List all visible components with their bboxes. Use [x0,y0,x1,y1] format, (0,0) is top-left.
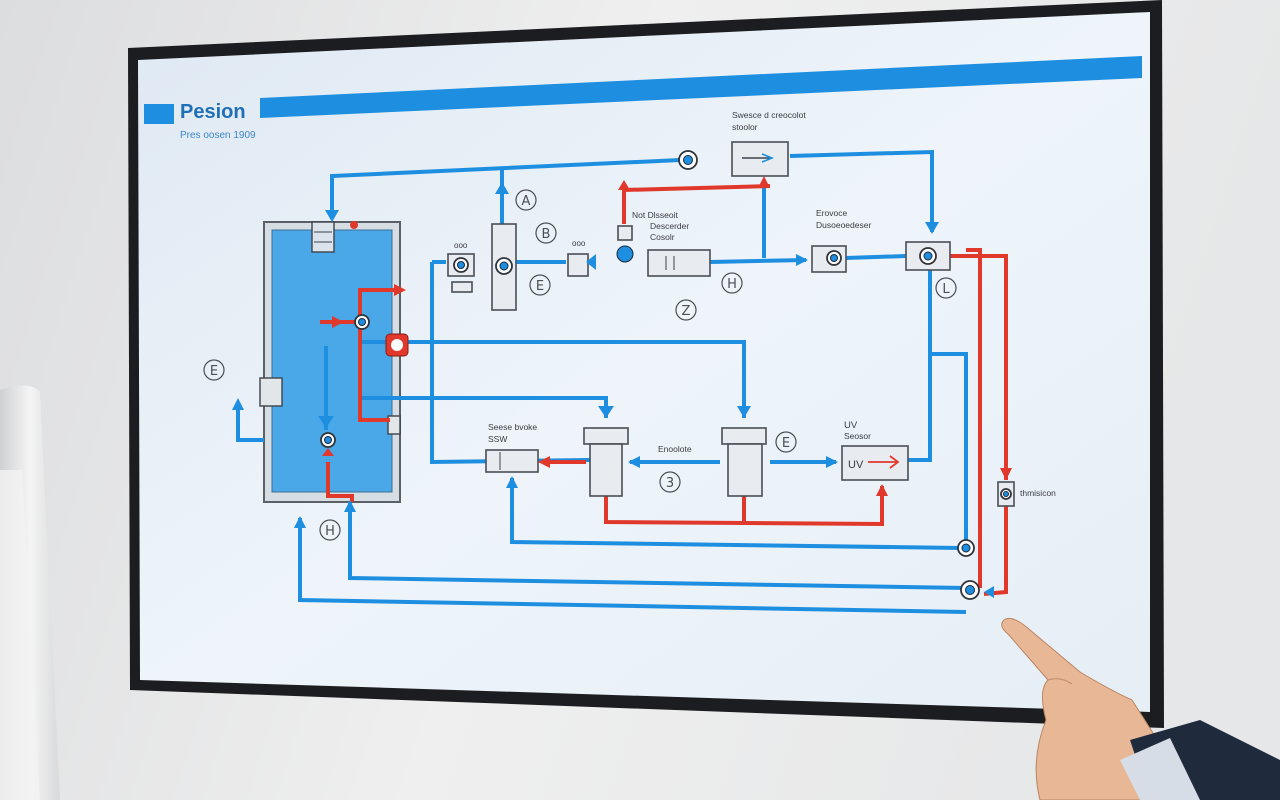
node-bottom-right-1 [957,539,975,557]
node-right-device [826,250,842,266]
label-device-right-1: Erovoce [816,208,847,218]
dissolve-valve [616,225,634,263]
supply-pipes [236,149,968,614]
svg-text:E: E [210,364,218,379]
node-far-right [919,247,937,265]
node-tank-top [354,314,370,330]
svg-text:A: A [522,194,531,209]
monitor-screen [138,12,1150,712]
label-uv-1: UV [844,420,858,431]
marker-e3: E [775,431,797,453]
label-device-right-2: Dusoeoedeser [816,220,871,230]
marker-e1: E [529,274,551,296]
label-uv-2: Seosor [844,431,871,441]
shirt-cuff [1120,738,1200,800]
node-thermistor [1000,488,1012,500]
return-arrows [322,176,1012,496]
title-accent [144,104,174,124]
node-tank-bottom [320,432,336,448]
svg-text:Z: Z [682,304,691,319]
filter-left [583,427,629,497]
top-device [731,141,789,177]
label-uv-box: UV [848,459,864,471]
marker-h1: H [721,272,743,294]
side-valve [259,377,283,407]
label-sense-1: Seese bvoke [488,422,537,432]
marker-a: A [515,189,537,211]
label-dissolve-2: Descerder [650,221,689,231]
label-thmisicon: thmisicon [1020,488,1056,498]
node-top [678,150,698,170]
marker-e2: E [203,359,225,381]
label-top-device-1: Swesce d creocolot [732,110,806,120]
label-sense-2: SSW [488,434,507,444]
label-enoolote: Enoolote [658,444,692,454]
diagram-subtitle: Pres oosen 1909 [180,130,256,141]
flow-arrows [232,182,994,598]
marker-h2: H [319,519,341,541]
svg-text:E: E [782,436,790,451]
marker-3: 3 [659,471,681,493]
label-top-device-2: stoolor [732,122,758,132]
node-bottom-right-2 [960,580,980,600]
red-gauge [385,333,409,357]
title-bar [260,56,1142,118]
label-pump: ooo [454,241,468,250]
uv-unit [841,445,909,481]
svg-text:H: H [325,524,335,539]
valve-small [567,253,589,277]
tank-gauge [387,415,401,435]
label-valve: ooo [572,239,586,248]
paper-roll [0,385,60,800]
svg-text:H: H [727,277,737,292]
diagram-title: Pesion [180,101,246,123]
marker-z: Z [675,299,697,321]
svg-text:E: E [536,279,544,294]
return-pipes [320,184,1008,596]
tank-sensor-icon [350,221,358,229]
label-dissolve-1: Not Dlsseoit [632,210,678,220]
sense-bvoke-unit [485,449,539,473]
node-pump [453,257,469,273]
filter-right [721,427,767,497]
label-dissolve-3: Cosolr [650,232,675,242]
svg-text:B: B [542,227,551,242]
pointing-hand [1001,617,1280,800]
svg-text:3: 3 [666,476,674,491]
node-filter [495,257,513,275]
svg-text:L: L [942,282,950,297]
tank [259,221,401,503]
marker-b: B [535,222,557,244]
dissolve-unit [647,249,711,277]
tank-inlet [311,221,335,253]
marker-l: L [935,277,957,299]
